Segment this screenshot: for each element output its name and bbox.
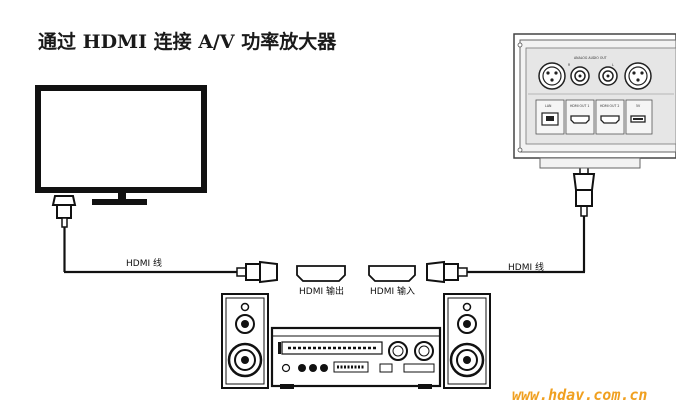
diagram-title: 通过 HDMI 连接 A/V 功率放大器 [38, 30, 337, 53]
tv [35, 85, 207, 205]
hdmi-plug-icon [259, 260, 278, 284]
hdmi-plug-icon [572, 173, 596, 191]
hdmi-cable-right [426, 122, 596, 284]
hdmi-out2-label: HDMI OUT 2 [600, 104, 619, 108]
analog-out-label: ANALOG AUDIO OUT [574, 56, 607, 60]
port-l-label: L [612, 63, 614, 67]
tv-neck [118, 190, 126, 200]
hdmi-port-icon [600, 115, 620, 124]
hdmi-out1-label: HDMI OUT 1 [570, 104, 589, 108]
speaker-right [443, 293, 491, 389]
speaker-left [221, 293, 269, 389]
hdmi-plug-icon [51, 195, 77, 206]
cable-left-label: HDMI 线 [126, 257, 162, 269]
lan-label: LAN [545, 104, 552, 108]
cable-right-label: HDMI 线 [508, 261, 544, 273]
tv-screen [35, 85, 207, 193]
player-rear-panel: ANALOG AUDIO OUT R L LAN HDMI OUT 1 HDMI… [513, 33, 676, 169]
dc-label: 5V [636, 104, 641, 108]
port-r-label: R [568, 63, 571, 67]
hdmi-cable-left [51, 195, 278, 284]
watermark: www.hdav.com.cn [512, 386, 647, 404]
amp-hdmi-out-port [296, 265, 346, 282]
amp-out-label: HDMI 输出 [299, 285, 344, 297]
hdmi-port-icon [570, 115, 590, 124]
amp-hdmi-in-port [368, 265, 416, 282]
amp-in-label: HDMI 输入 [370, 285, 415, 297]
hdmi-plug-icon [426, 260, 445, 284]
av-receiver [270, 326, 442, 389]
tv-stand [92, 199, 147, 205]
